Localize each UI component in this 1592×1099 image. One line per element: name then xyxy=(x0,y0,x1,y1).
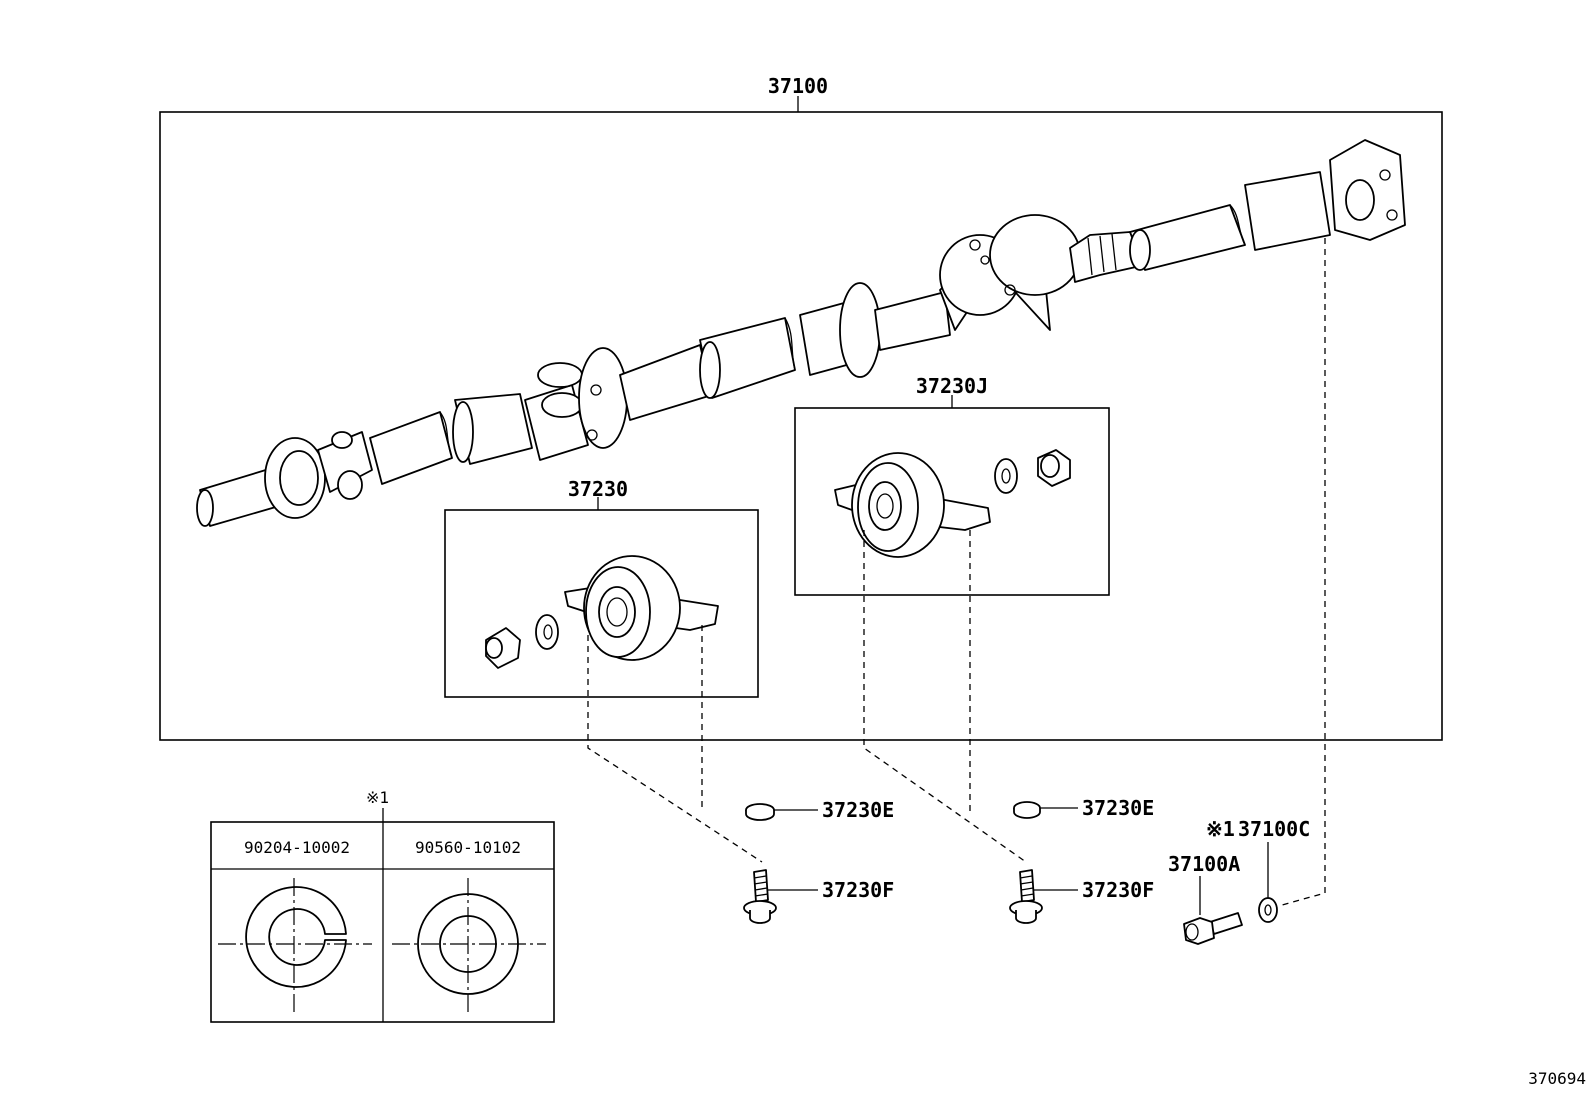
bolt-left-part-number: 37230F xyxy=(822,878,894,902)
diagram-id: 370694 xyxy=(1528,1069,1586,1088)
table-header-spring-washer: 90204-10002 xyxy=(244,838,350,857)
assembly-part-number: 37100 xyxy=(768,74,828,98)
plain-washer-icon xyxy=(392,878,546,1016)
dashed-leaders xyxy=(587,238,1326,906)
center-bearing-37230-box: 37230 xyxy=(444,477,759,698)
flange-washer-37100C: ※1 37100C xyxy=(1206,817,1310,923)
flange-bolt-part-number: 37100A xyxy=(1168,852,1240,876)
washer-right-part-number: 37230E xyxy=(1082,796,1154,820)
table-note-marker: ※1 xyxy=(366,788,389,807)
assembly-frame: 37100 xyxy=(159,74,1443,741)
table-header-plain-washer: 90560-10102 xyxy=(415,838,521,857)
bolt-right-part-number: 37230F xyxy=(1082,878,1154,902)
washer-reference-table: ※1 90204-10002 90560-10102 xyxy=(210,788,555,1023)
bolt-37230F-left: 37230F xyxy=(743,869,894,924)
propeller-shaft-illustration xyxy=(196,139,1406,527)
bolt-37230F-right: 37230F xyxy=(1009,869,1154,924)
washer-37230E-left: 37230E xyxy=(745,798,894,822)
washer-37230E-right: 37230E xyxy=(1013,796,1154,820)
washer-left-part-number: 37230E xyxy=(822,798,894,822)
bearing-right-part-number: 37230J xyxy=(916,374,988,398)
bearing-left-part-number: 37230 xyxy=(568,477,628,501)
flange-bolt-37100A: 37100A xyxy=(1168,852,1243,945)
flange-washer-note-marker: ※1 xyxy=(1206,817,1235,841)
flange-washer-part-number: 37100C xyxy=(1238,817,1310,841)
center-bearing-37230J-box: 37230J xyxy=(794,374,1110,596)
spring-washer-icon xyxy=(218,878,372,1016)
